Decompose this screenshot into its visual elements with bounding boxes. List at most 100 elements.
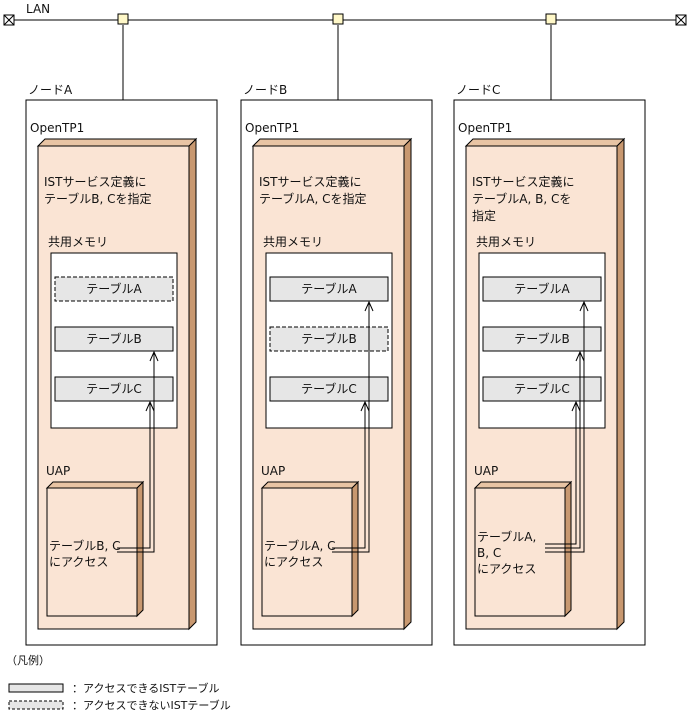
definition-text: 指定 (472, 208, 496, 223)
opentp1-box-side (188, 137, 197, 631)
uap-box (474, 487, 566, 617)
access-arrow (117, 400, 155, 549)
lan-terminator-left-icon (3, 14, 15, 26)
lan-connector-icon (117, 13, 129, 25)
table-box-accessible (54, 326, 174, 352)
access-arrow (545, 350, 585, 549)
legend: （凡例） ：アクセスできるISTテーブル ：アクセスできないISTテーブル (6, 653, 231, 712)
table-label: テーブルA (301, 281, 357, 296)
access-arrow (545, 400, 581, 545)
ist-table: テーブルA (54, 276, 174, 302)
arrow-head-icon (575, 350, 585, 362)
legend-dashed-swatch (8, 700, 64, 710)
uap-box-side (351, 480, 359, 618)
opentp1-box-side (616, 137, 625, 631)
arrow-head-icon (571, 400, 581, 412)
arrow-head-icon (364, 300, 374, 312)
arrow-head-icon (360, 400, 370, 412)
opentp1-label: OpenTP1 (30, 121, 84, 135)
ist-table: テーブルC (269, 376, 389, 402)
table-box-accessible (269, 376, 389, 402)
access-arrow (117, 350, 159, 553)
shared-memory-label: 共用メモリ (476, 235, 536, 249)
ist-table: テーブルA (269, 276, 389, 302)
uap-text: テーブルA, C (264, 538, 336, 553)
table-label: テーブルB (86, 331, 142, 346)
access-arrow-line (545, 302, 585, 553)
legend-accessible-text: ：アクセスできるISTテーブル (72, 681, 220, 695)
table-box-accessible (482, 276, 602, 302)
table-box-accessible (54, 376, 174, 402)
opentp1-label: OpenTP1 (458, 121, 512, 135)
opentp1-box-top (251, 138, 413, 147)
lan-terminator-right-icon (675, 14, 687, 26)
node-title: ノードC (456, 83, 500, 97)
definition-text: テーブルA, Cを指定 (259, 191, 367, 206)
table-box-accessible (269, 276, 389, 302)
table-box-accessible (482, 376, 602, 402)
arrow-head-icon (149, 350, 159, 362)
shared-memory-label: 共用メモリ (263, 235, 323, 249)
table-label: テーブルA (86, 281, 142, 296)
uap-text: にアクセス (264, 555, 323, 569)
table-label: テーブルC (301, 381, 357, 396)
uap-text: テーブルB, C (49, 538, 121, 553)
node-title: ノードA (28, 83, 73, 97)
legend-title: （凡例） (6, 653, 50, 667)
arrow-head-icon (579, 300, 589, 312)
table-box-inaccessible (269, 326, 389, 352)
lan-connector-icon (545, 13, 557, 25)
ist-table: テーブルB (482, 326, 602, 352)
access-arrow-line (545, 352, 581, 549)
definition-text: テーブルA, B, Cを (472, 191, 571, 206)
ist-table: テーブルC (54, 376, 174, 402)
definition-text: ISTサービス定義に (259, 174, 362, 189)
lan-label: LAN (26, 2, 50, 16)
table-box-accessible (482, 326, 602, 352)
opentp1-box-side (403, 137, 412, 631)
uap-text: B, C (477, 546, 501, 560)
uap-label: UAP (261, 464, 285, 478)
table-label: テーブルC (514, 381, 570, 396)
node-title: ノードB (243, 83, 287, 97)
uap-text: にアクセス (49, 555, 108, 569)
access-arrow-line (545, 402, 577, 545)
uap-label: UAP (46, 464, 70, 478)
arrow-head-icon (145, 400, 155, 412)
lan-connector-icon (332, 13, 344, 25)
definition-text: ISTサービス定義に (44, 174, 147, 189)
uap-label: UAP (474, 464, 498, 478)
access-arrow-line (117, 352, 155, 553)
legend-inaccessible-text: ：アクセスできないISTテーブル (72, 698, 231, 712)
table-label: テーブルB (301, 331, 357, 346)
uap-box-side (564, 480, 572, 618)
table-label: テーブルC (86, 381, 142, 396)
ist-table: テーブルC (482, 376, 602, 402)
uap-text: テーブルA, (477, 529, 536, 544)
access-arrow-line (117, 402, 151, 549)
definition-text: ISTサービス定義に (472, 174, 575, 189)
ist-table: テーブルB (269, 326, 389, 352)
access-arrow-line (332, 302, 370, 553)
shared-memory-label: 共用メモリ (48, 235, 108, 249)
access-arrow (545, 300, 589, 553)
access-arrow (332, 400, 370, 549)
uap-box-top (45, 481, 145, 489)
uap-box-top (260, 481, 360, 489)
uap-box-top (473, 481, 573, 489)
opentp1-label: OpenTP1 (245, 121, 299, 135)
ist-table: テーブルA (482, 276, 602, 302)
opentp1-box-top (36, 138, 198, 147)
ist-table: テーブルB (54, 326, 174, 352)
uap-box-side (136, 480, 144, 618)
table-label: テーブルA (514, 281, 570, 296)
definition-text: テーブルB, Cを指定 (44, 191, 152, 206)
uap-text: にアクセス (477, 562, 536, 576)
access-arrow (332, 300, 374, 553)
lan: LAN (3, 2, 687, 26)
